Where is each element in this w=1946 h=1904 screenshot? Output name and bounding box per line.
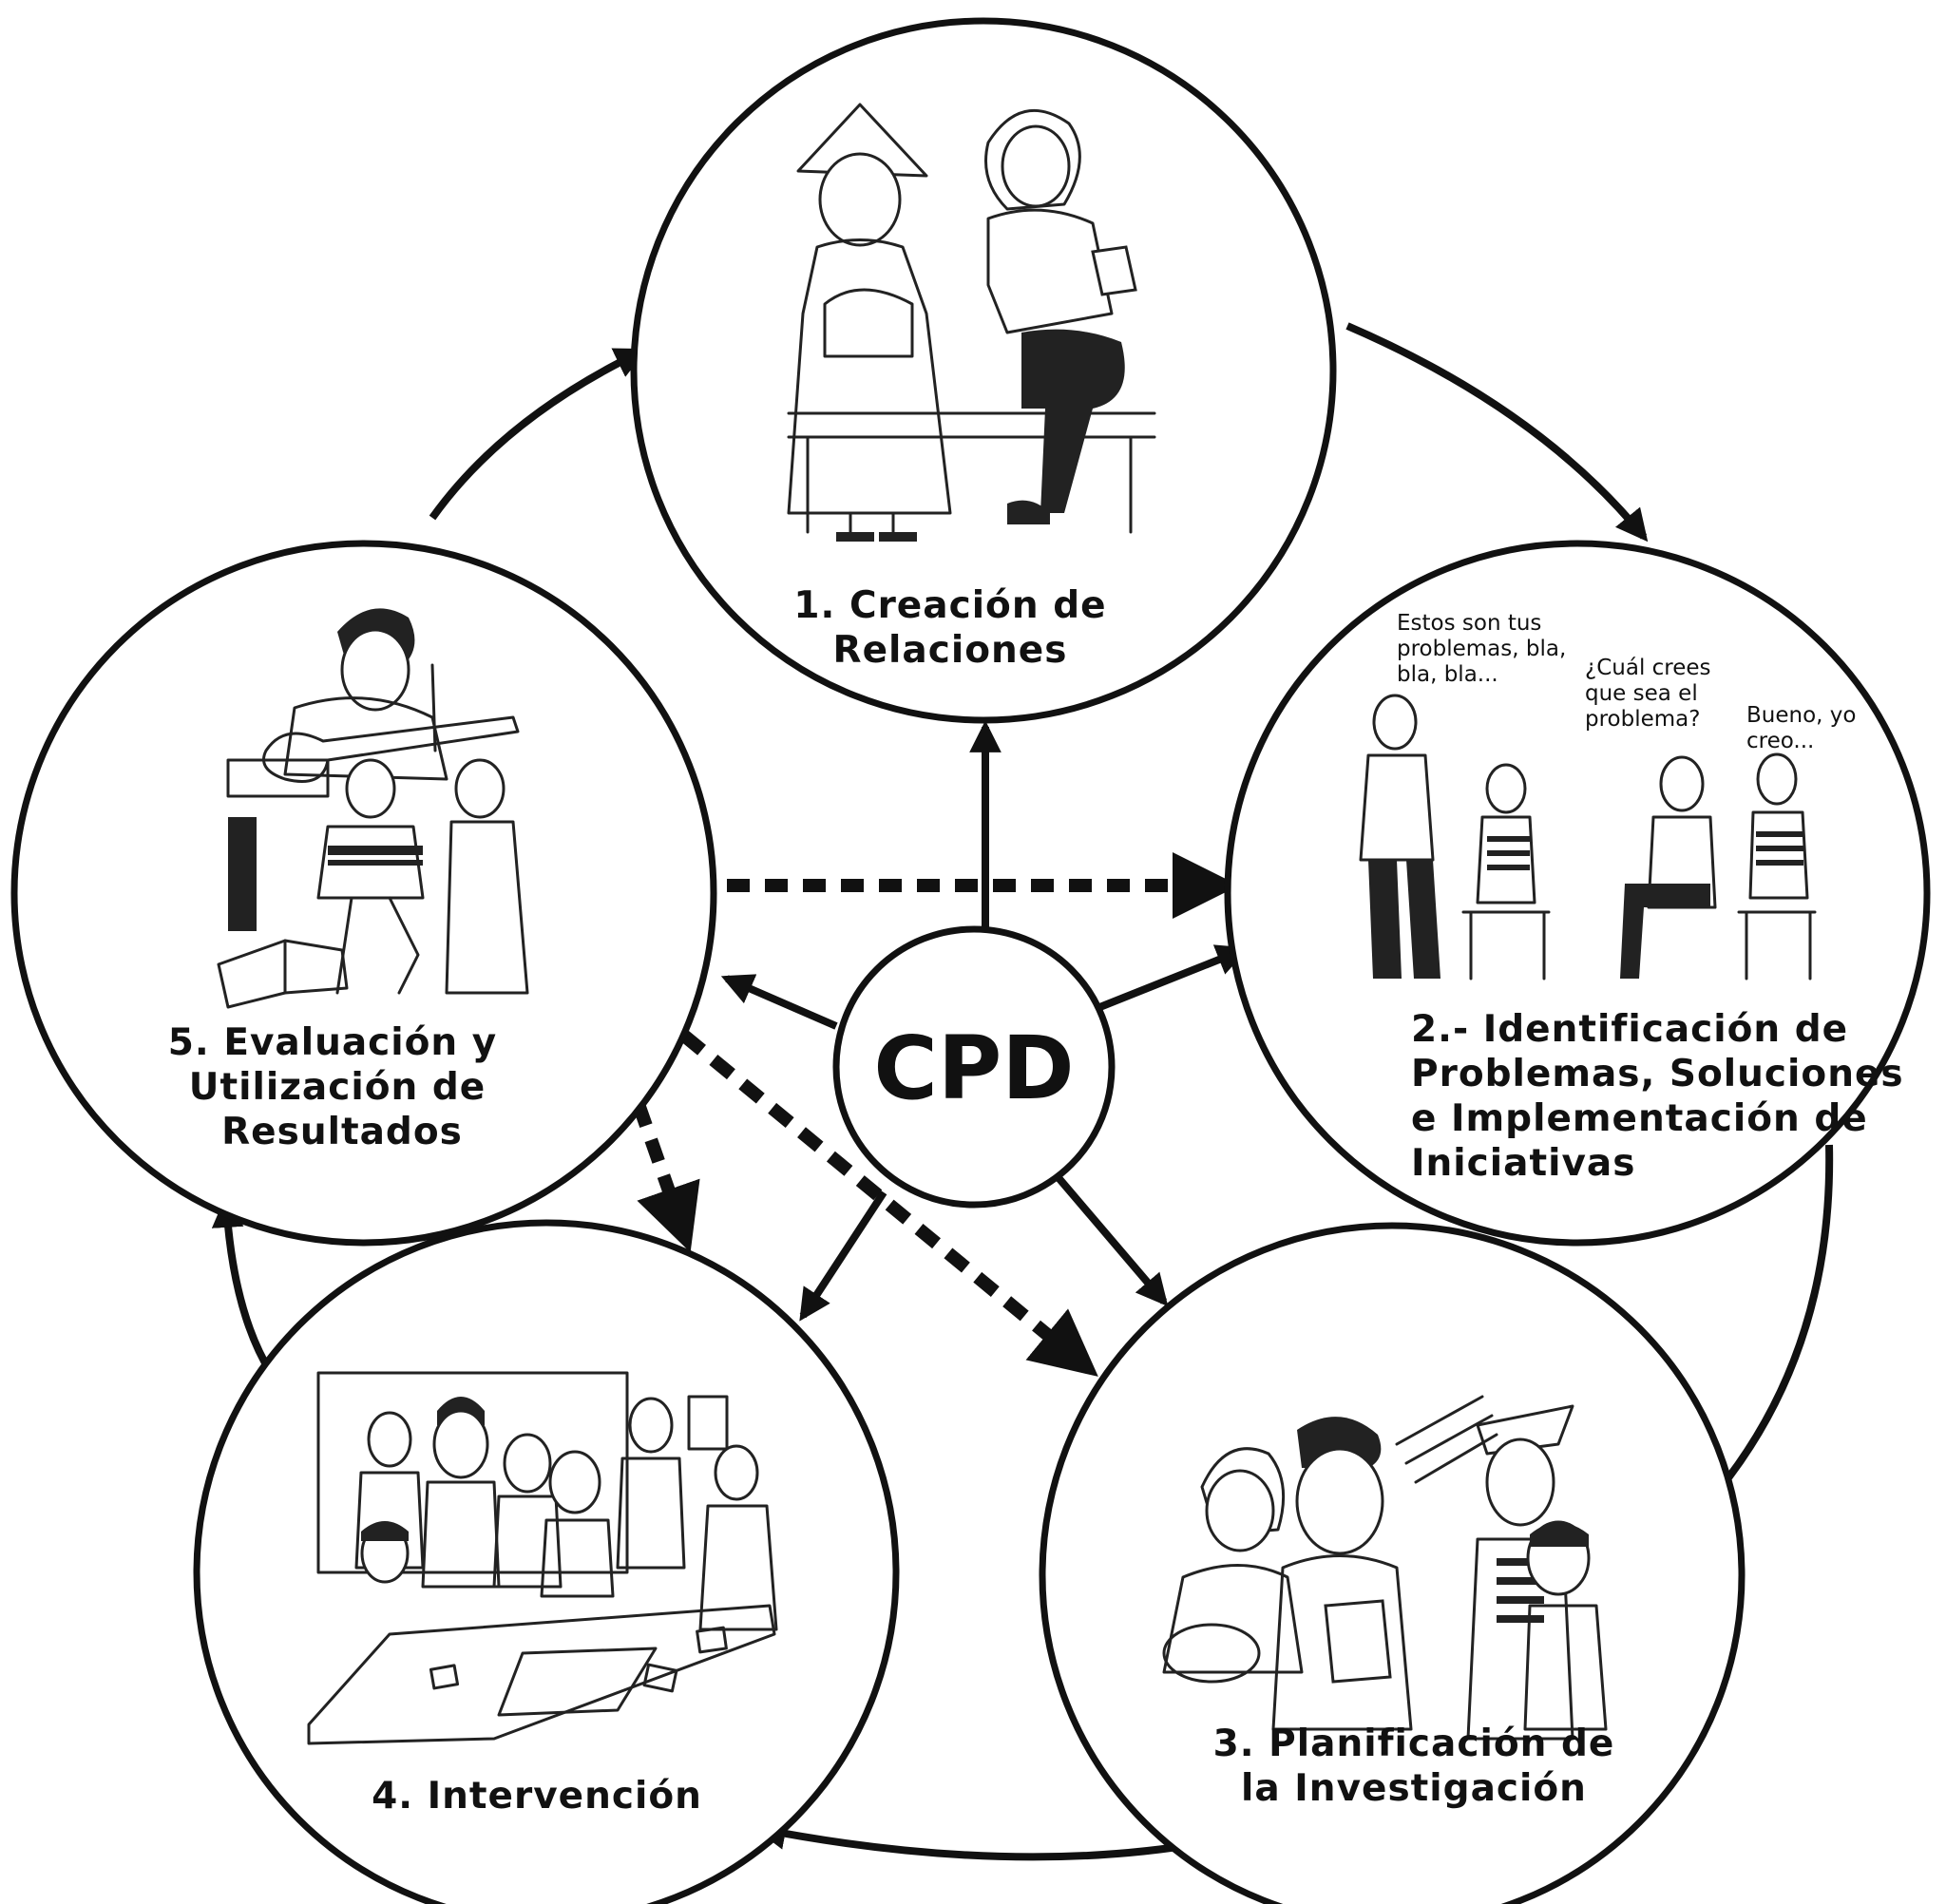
stage-2-label-line-1: 2.- Identificación de bbox=[1411, 1008, 1848, 1051]
stage-1-illustration bbox=[787, 103, 1156, 542]
stage-5-label-line-3: Resultados bbox=[221, 1111, 463, 1153]
center-label: CPD bbox=[873, 1018, 1074, 1119]
stage-4-node: 4. Intervención bbox=[193, 1219, 900, 1904]
stage-4-label-line-1: 4. Intervención bbox=[372, 1775, 702, 1818]
dashed-arrows bbox=[632, 852, 1239, 1377]
stage-1-label-line-2: Relaciones bbox=[833, 629, 1068, 672]
stage-5-label-line-2: Utilización de bbox=[189, 1066, 486, 1109]
stage-5-node: 5. Evaluación y Utilización de Resultado… bbox=[10, 540, 717, 1247]
arrow-stage4-to-stage5 bbox=[211, 1195, 275, 1376]
dashed-arrow-stage5-to-stage3 bbox=[679, 1030, 1098, 1377]
arrow-center-to-stage5 bbox=[720, 974, 838, 1030]
stage-1-label-line-1: 1. Creación de bbox=[793, 584, 1106, 627]
bubble-1-line-2: problemas, bla, bbox=[1397, 637, 1566, 661]
bubble-3-line-2: creo... bbox=[1746, 729, 1814, 753]
stage-2-label-line-3: e Implementación de bbox=[1411, 1097, 1868, 1140]
arrow-stage5-to-stage1 bbox=[429, 348, 648, 521]
center-node: CPD bbox=[832, 925, 1116, 1209]
arrow-center-to-stage4 bbox=[799, 1190, 887, 1322]
arrow-center-to-stage2 bbox=[1086, 944, 1250, 1016]
arrow-stage2-to-stage3 bbox=[1701, 1144, 1834, 1512]
stage-3-node: 3. Planificación de la Investigación bbox=[1039, 1222, 1746, 1904]
arrow-stage1-to-stage2 bbox=[1345, 322, 1649, 543]
arrow-stage3-to-stage4 bbox=[754, 1818, 1203, 1861]
center-arrows bbox=[720, 720, 1250, 1322]
bubble-3-line-1: Bueno, yo bbox=[1746, 703, 1856, 728]
stage-2-node: Estos son tus problemas, bla, bla, bla..… bbox=[1224, 540, 1931, 1247]
bubble-2-line-2: que sea el bbox=[1585, 681, 1698, 706]
stage-3-label-line-2: la Investigación bbox=[1241, 1767, 1587, 1810]
stage-5-illustration bbox=[217, 608, 529, 1009]
dashed-arrow-stage5-to-stage4 bbox=[632, 1101, 700, 1253]
stage-4-illustration bbox=[307, 1371, 778, 1745]
cycle-arrows bbox=[211, 322, 1834, 1861]
stage-5-label-line-1: 5. Evaluación y bbox=[168, 1021, 497, 1064]
stage-2-label-line-4: Iniciativas bbox=[1411, 1142, 1635, 1185]
bubble-2-line-3: problema? bbox=[1585, 707, 1700, 732]
arrow-center-to-stage3 bbox=[1051, 1171, 1169, 1307]
bubble-1-line-3: bla, bla... bbox=[1397, 662, 1498, 687]
stage-2-illustration bbox=[1359, 694, 1817, 981]
bubble-2-line-1: ¿Cuál crees bbox=[1585, 656, 1711, 680]
stage-3-illustration bbox=[1162, 1395, 1608, 1741]
stage-2-label-line-2: Problemas, Soluciones bbox=[1411, 1053, 1904, 1095]
stage-3-label-line-1: 3. Planificación de bbox=[1213, 1723, 1615, 1765]
stage-1-node: 1. Creación de Relaciones bbox=[630, 17, 1337, 724]
bubble-1-line-1: Estos son tus bbox=[1397, 611, 1541, 636]
